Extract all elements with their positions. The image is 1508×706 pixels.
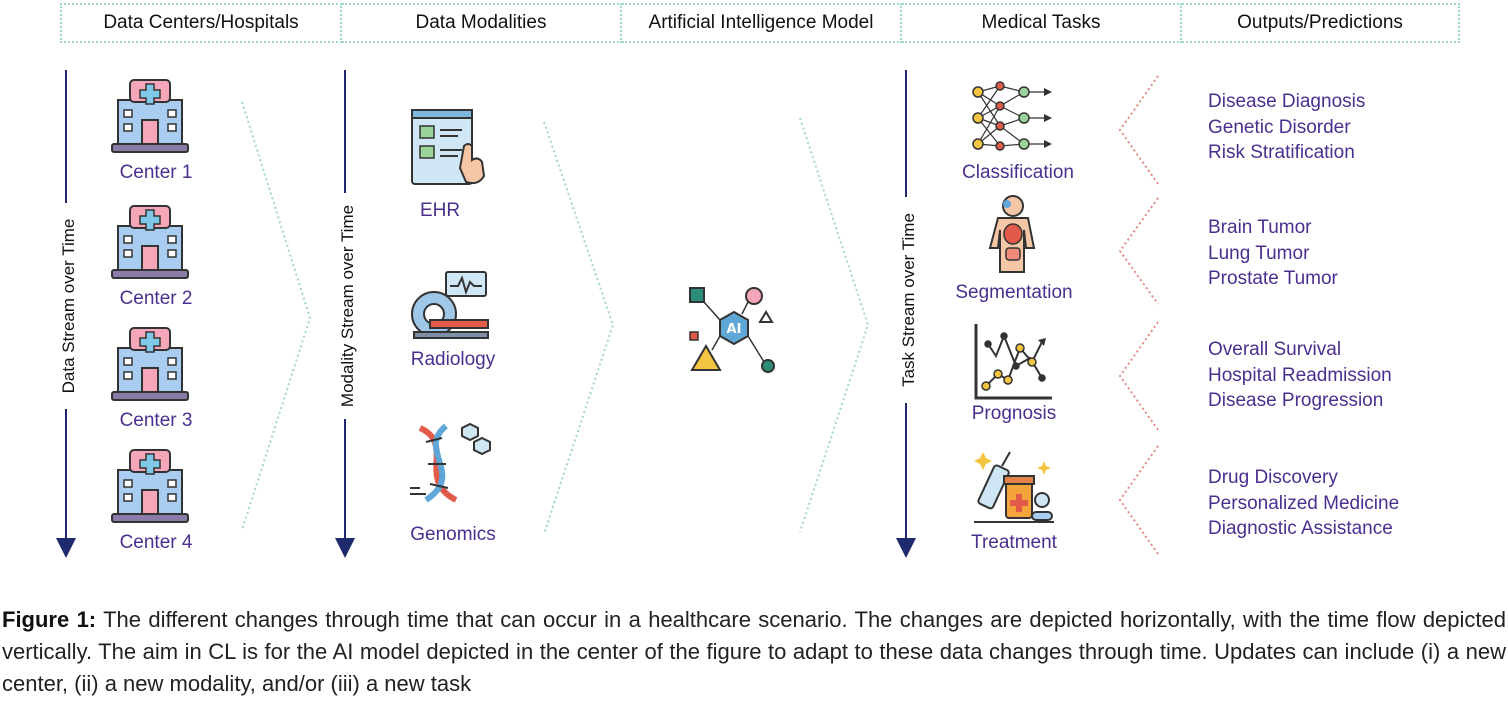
ehr-icon [411, 109, 486, 185]
hospital-icon [111, 79, 189, 153]
chevron-centers [241, 101, 312, 531]
output-item: Genetic Disorder [1208, 116, 1351, 138]
modality-stream-label: Modality Stream over Time [338, 193, 358, 419]
chevron-out-2 [1118, 197, 1159, 305]
output-group-treatment: Drug Discovery Personalized Medicine Dia… [1208, 465, 1399, 542]
figure-label: Figure 1: [2, 607, 97, 632]
output-group-classification: Disease Diagnosis Genetic Disorder Risk … [1208, 89, 1365, 166]
ai-text: AI [727, 322, 742, 337]
output-item: Lung Tumor [1208, 242, 1310, 264]
center-label: Center 4 [119, 532, 193, 553]
modality-label: Radiology [410, 349, 496, 370]
center-label: Center 3 [119, 410, 193, 431]
chevron-out-3 [1118, 321, 1159, 431]
output-item: Overall Survival [1208, 339, 1342, 360]
chevron-ai [799, 117, 870, 533]
header-ai-model: Artificial Intelligence Model [622, 3, 902, 43]
hospital-icon [111, 205, 189, 279]
figure-caption: Figure 1: The different changes through … [2, 604, 1506, 700]
task-label: Classification [962, 162, 1074, 183]
line-graph-icon [974, 324, 1052, 400]
anatomy-body-icon [988, 195, 1036, 273]
genomics-icon [410, 422, 491, 503]
task-label: Prognosis [971, 403, 1057, 424]
output-item: Brain Tumor [1208, 217, 1312, 238]
output-group-prognosis: Overall Survival Hospital Readmission Di… [1208, 337, 1392, 414]
hospital-icon [111, 327, 189, 401]
chevron-out-1 [1118, 75, 1159, 185]
modality-label: EHR [419, 200, 461, 221]
chevron-out-4 [1118, 445, 1159, 555]
output-item: Disease Diagnosis [1208, 91, 1366, 112]
modality-label: Genomics [410, 524, 496, 545]
ai-chip-icon: AI [689, 287, 775, 373]
output-item: Drug Discovery [1208, 467, 1338, 488]
output-item: Risk Stratification [1208, 142, 1355, 163]
header-data-centers: Data Centers/Hospitals [60, 3, 342, 43]
task-label: Treatment [971, 532, 1057, 553]
header-medical-tasks: Medical Tasks [902, 3, 1182, 43]
output-item: Prostate Tumor [1208, 268, 1338, 289]
output-item: Personalized Medicine [1208, 492, 1400, 514]
task-stream-label: Task Stream over Time [899, 197, 919, 403]
radiology-icon [411, 271, 489, 339]
output-group-segmentation: Brain Tumor Lung Tumor Prostate Tumor [1208, 215, 1338, 292]
center-label: Center 1 [119, 162, 193, 183]
center-label: Center 2 [119, 288, 193, 309]
chevron-modalities [543, 121, 615, 535]
output-item: Diagnostic Assistance [1208, 518, 1393, 539]
hospital-icon [111, 449, 189, 523]
task-label: Segmentation [955, 282, 1073, 303]
output-item: Hospital Readmission [1208, 364, 1392, 386]
neural-network-icon [972, 81, 1052, 151]
medicine-syringe-icon [974, 451, 1054, 523]
figure-caption-text: The different changes through time that … [2, 607, 1506, 696]
data-stream-label: Data Stream over Time [59, 203, 79, 409]
header-data-modalities: Data Modalities [342, 3, 622, 43]
output-item: Disease Progression [1208, 390, 1384, 411]
header-outputs: Outputs/Predictions [1182, 3, 1460, 43]
